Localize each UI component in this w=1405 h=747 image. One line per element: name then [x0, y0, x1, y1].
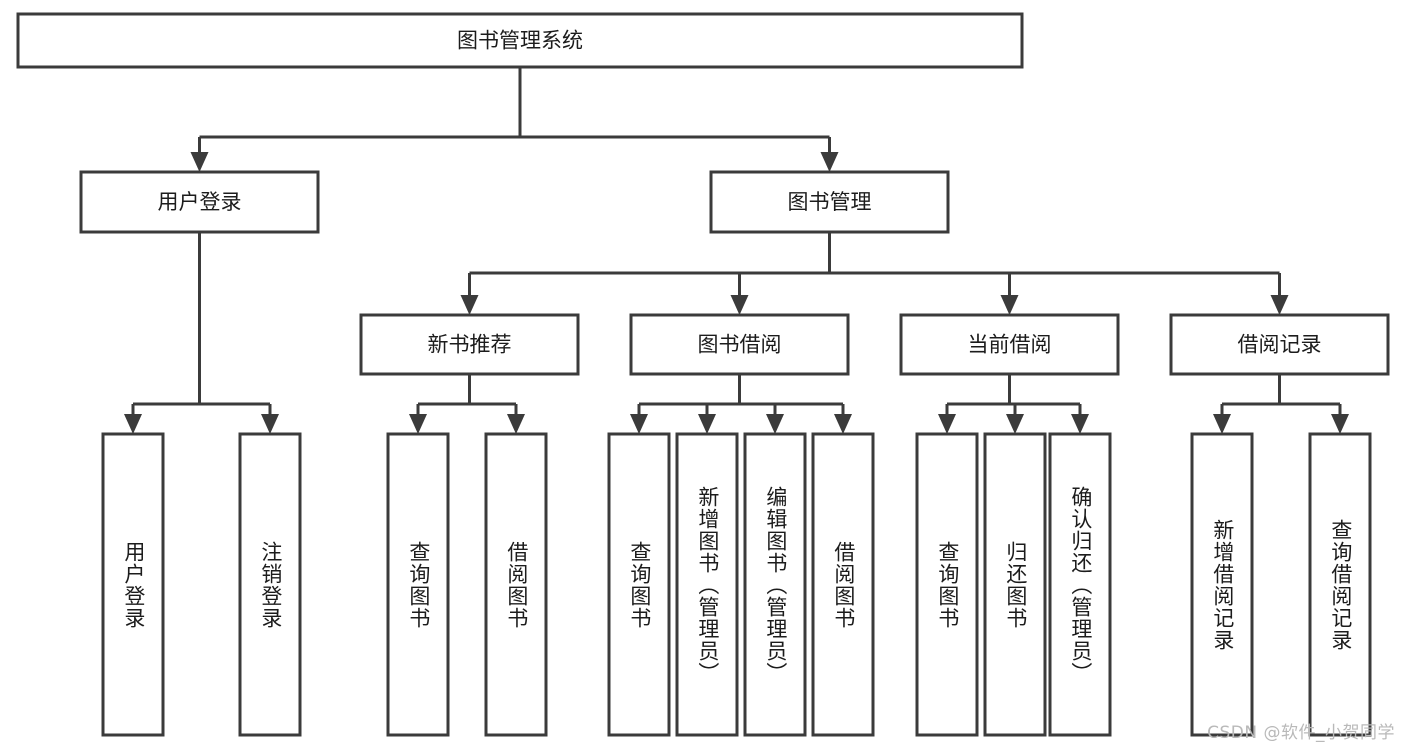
leaf-box-leaf-borrow-book-1[interactable] — [484, 432, 548, 737]
leaf-box-leaf-confirm-return[interactable] — [1048, 432, 1112, 737]
book-borrow-leaves-arrow-1 — [698, 414, 716, 434]
node-book-borrow-label: 图书借阅 — [698, 333, 782, 357]
current-borrow-leaves-arrow-2 — [1071, 414, 1089, 434]
root-node-图书管理系统-box[interactable] — [16, 12, 1024, 69]
node-current-borrow-box[interactable] — [899, 313, 1120, 376]
leaf-box-leaf-user-login[interactable] — [101, 432, 165, 737]
user-login-leaves-arrow-1 — [261, 414, 279, 434]
node-current-borrow-label: 当前借阅 — [968, 333, 1052, 357]
new-book-recommend-leaves-arrow-1 — [507, 414, 525, 434]
node-new-book-recommend-box[interactable] — [359, 313, 580, 376]
watermark-text: CSDN @软件_小贺同学 — [1207, 723, 1395, 743]
node-book-borrow-box[interactable] — [629, 313, 850, 376]
node-book-borrow[interactable]: 图书借阅 — [629, 313, 850, 376]
root-arrow-1 — [820, 152, 839, 172]
node-new-book-recommend[interactable]: 新书推荐 — [359, 313, 580, 376]
connector-layer — [124, 67, 1349, 434]
node-book-manage-label: 图书管理 — [788, 190, 872, 214]
leaf-box-leaf-query-book-3[interactable] — [915, 432, 979, 737]
node-borrow-record-label: 借阅记录 — [1238, 333, 1322, 357]
leaf-box-leaf-borrow-book-2[interactable] — [811, 432, 875, 737]
book-manage-arrow-3 — [1270, 295, 1289, 315]
current-borrow-leaves-arrow-1 — [1006, 414, 1024, 434]
leaf-box-leaf-query-record[interactable] — [1308, 432, 1372, 737]
current-borrow-leaves-arrow-0 — [938, 414, 956, 434]
book-manage-arrow-1 — [730, 295, 749, 315]
node-book-manage[interactable]: 图书管理 — [709, 170, 950, 234]
root-node-图书管理系统[interactable]: 图书管理系统 — [16, 12, 1024, 69]
leaf-box-leaf-query-book-2[interactable] — [607, 432, 671, 737]
node-borrow-record[interactable]: 借阅记录 — [1169, 313, 1390, 376]
leaf-box-leaf-logout-login[interactable] — [238, 432, 302, 737]
book-borrow-leaves-arrow-3 — [834, 414, 852, 434]
borrow-record-leaves-arrow-0 — [1213, 414, 1231, 434]
node-book-manage-box[interactable] — [709, 170, 950, 234]
leaf-box-leaf-add-record[interactable] — [1190, 432, 1254, 737]
user-login-leaves-arrow-0 — [124, 414, 142, 434]
book-borrow-leaves-arrow-2 — [766, 414, 784, 434]
node-new-book-recommend-label: 新书推荐 — [428, 333, 512, 357]
node-borrow-record-box[interactable] — [1169, 313, 1390, 376]
leaf-box-leaf-return-book[interactable] — [983, 432, 1047, 737]
new-book-recommend-leaves-arrow-0 — [409, 414, 427, 434]
leaf-box-leaf-edit-book[interactable] — [743, 432, 807, 737]
book-borrow-leaves-arrow-0 — [630, 414, 648, 434]
node-current-borrow[interactable]: 当前借阅 — [899, 313, 1120, 376]
node-user-login-box[interactable] — [79, 170, 320, 234]
book-manage-arrow-2 — [1000, 295, 1019, 315]
node-user-login-label: 用户登录 — [158, 190, 242, 214]
root-arrow-0 — [190, 152, 209, 172]
node-user-login[interactable]: 用户登录 — [79, 170, 320, 234]
leaf-box-leaf-add-book[interactable] — [675, 432, 739, 737]
leaf-box-leaf-query-book-1[interactable] — [386, 432, 450, 737]
borrow-record-leaves-arrow-1 — [1331, 414, 1349, 434]
book-manage-arrow-0 — [460, 295, 479, 315]
root-node-图书管理系统-label: 图书管理系统 — [457, 29, 583, 53]
